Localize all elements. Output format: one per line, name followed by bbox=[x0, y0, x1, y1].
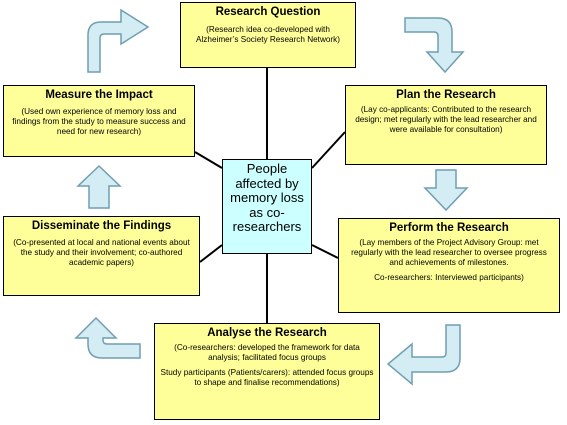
research-question-box: Research Question (Research idea co-deve… bbox=[180, 2, 356, 68]
down-arrow-icon bbox=[423, 169, 469, 212]
curved-arrow-icon bbox=[404, 17, 465, 74]
curved-arrow-icon bbox=[386, 324, 461, 386]
box-description: (Research idea co-developed with Alzheim… bbox=[196, 25, 340, 45]
connector-line bbox=[311, 131, 346, 169]
box-description: (Lay members of the Project Advisory Gro… bbox=[351, 238, 547, 268]
curved-arrow-icon bbox=[74, 316, 141, 359]
box-description: (Co-researchers: developed the framework… bbox=[174, 343, 360, 363]
perform-research-box: Perform the Research (Lay members of the… bbox=[338, 218, 560, 313]
measure-impact-box: Measure the Impact (Used own experience … bbox=[3, 85, 195, 157]
box-title: Plan the Research bbox=[396, 89, 496, 101]
box-description-secondary: Co-researchers: Interviewed participants… bbox=[374, 273, 524, 283]
analyse-research-box: Analyse the Research (Co-researchers: de… bbox=[154, 323, 380, 420]
box-title: Research Question bbox=[215, 6, 321, 18]
box-title: Perform the Research bbox=[389, 222, 509, 234]
box-description: (Used own experience of memory loss and … bbox=[12, 107, 186, 137]
up-arrow-icon bbox=[76, 164, 122, 209]
disseminate-findings-box: Disseminate the Findings (Co-presented a… bbox=[3, 216, 200, 296]
box-description: (Lay co-applicants: Contributed to the r… bbox=[355, 105, 537, 135]
box-title: Analyse the Research bbox=[207, 327, 327, 339]
center-box: People affected by memory loss as co-res… bbox=[222, 159, 312, 254]
curved-arrow-icon bbox=[87, 8, 150, 73]
box-description: (Co-presented at local and national even… bbox=[13, 238, 190, 268]
box-description-secondary: Study participants (Patients/carers): at… bbox=[160, 368, 374, 388]
box-title: Measure the Impact bbox=[45, 89, 153, 101]
plan-research-box: Plan the Research (Lay co-applicants: Co… bbox=[345, 85, 547, 165]
connector-line bbox=[194, 151, 223, 169]
connector-line bbox=[311, 244, 339, 259]
connector-line bbox=[199, 244, 223, 263]
box-title: Disseminate the Findings bbox=[31, 220, 172, 232]
